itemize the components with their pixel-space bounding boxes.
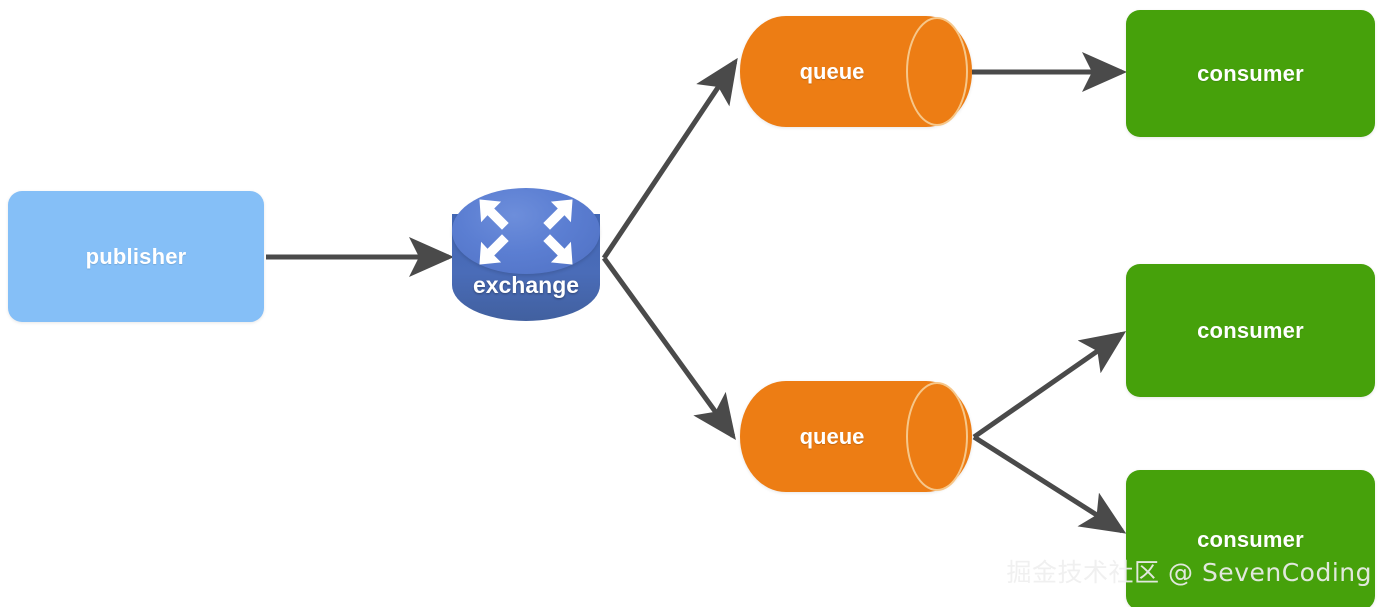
node-exchange[interactable]: exchange <box>452 188 600 321</box>
watermark-text: 掘金技术社区 @ SevenCoding <box>1006 558 1372 587</box>
node-consumer-bottom[interactable]: consumer <box>1126 470 1375 607</box>
node-queue-top-label: queue <box>799 58 865 84</box>
edge-queue-bottom-consumer-bottom <box>972 434 1127 534</box>
edge-exchange-queue-top <box>601 57 738 260</box>
node-publisher[interactable]: publisher <box>8 191 264 322</box>
node-consumer-top[interactable]: consumer <box>1126 10 1375 137</box>
node-consumer-bottom-label: consumer <box>1197 527 1304 552</box>
node-queue-bottom[interactable]: queue <box>740 381 972 492</box>
queue-cylinder-cap <box>906 17 968 126</box>
node-queue-top[interactable]: queue <box>740 16 972 127</box>
node-consumer-middle-label: consumer <box>1197 317 1304 343</box>
node-publisher-label: publisher <box>85 243 187 269</box>
edge-queue-bottom-consumer-middle <box>972 331 1127 440</box>
node-queue-bottom-label: queue <box>799 423 865 449</box>
edge-exchange-queue-bottom <box>601 256 736 441</box>
exchange-cylinder-top <box>452 188 600 274</box>
node-exchange-label: exchange <box>472 272 580 298</box>
node-consumer-top-label: consumer <box>1197 60 1304 86</box>
queue-cylinder-cap <box>906 382 968 491</box>
four-way-arrows-icon <box>479 199 573 265</box>
node-consumer-middle[interactable]: consumer <box>1126 264 1375 397</box>
